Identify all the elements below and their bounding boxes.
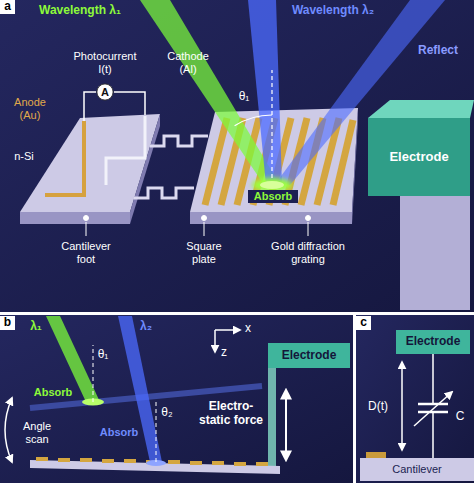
lower-plate (80, 458, 92, 462)
electrode-block (400, 196, 470, 310)
gap-arrow (401, 362, 403, 450)
panel-ground (0, 0, 474, 312)
node-text: Electrode (406, 335, 461, 348)
leader-line (308, 222, 309, 236)
angle-mark (235, 115, 272, 126)
leader-line (204, 222, 205, 236)
node-text: A (101, 86, 109, 98)
light-beam (118, 316, 162, 462)
cantilever-chip (134, 188, 194, 198)
electrode-block (368, 100, 474, 118)
absorb-label: Absorb (248, 190, 298, 203)
cantilever-chip (20, 108, 358, 224)
angle-mark (93, 345, 156, 462)
angle-mark (93, 345, 94, 402)
part-label: Square plate (178, 240, 230, 265)
capacitance-label: C (453, 410, 467, 424)
angle-label: θ₂ (159, 406, 175, 420)
light-beam (248, 0, 282, 185)
electrode-box: Electrode (368, 118, 470, 196)
axis-label: x (243, 322, 253, 336)
axis-arrow (215, 330, 240, 352)
ammeter-wire (84, 92, 96, 121)
cantilever-chip (45, 121, 84, 195)
panel-ground (0, 315, 353, 483)
leader-line (84, 216, 311, 237)
panel-letter: a (0, 0, 15, 14)
leader-line (84, 216, 89, 221)
wire-connector (432, 354, 434, 458)
panel-ground (356, 315, 474, 483)
ammeter-symbol: A (96, 83, 114, 101)
electrode-block (368, 100, 474, 310)
cantilever-chip (106, 116, 145, 185)
motion-label: Angle scan (12, 420, 62, 445)
cantilever-bar: Cantilever (360, 458, 474, 481)
beam-label: λ₁ (28, 320, 44, 334)
gold-grating (333, 120, 353, 205)
ammeter-wire (84, 92, 145, 121)
lower-plate (168, 460, 180, 464)
angle-label: θ₁ (96, 348, 110, 362)
leader-line (86, 222, 87, 236)
panel-letter: c (356, 316, 371, 330)
cantilever-chip (20, 212, 130, 224)
circle-outline (97, 84, 113, 100)
angle-scan-arrow (5, 398, 12, 462)
angle-mark (235, 70, 272, 178)
angle-mark (156, 402, 157, 462)
gap-arrow (401, 362, 403, 450)
lower-plate (190, 461, 202, 465)
part-label: Gold diffraction grating (262, 240, 354, 265)
contact-label: Cathode (Al) (160, 50, 216, 75)
absorb-label: Absorb (30, 386, 76, 399)
electrode-box: Electrode (396, 330, 470, 354)
panel-letter: b (0, 316, 15, 330)
beam-label: Wavelength λ₁ (30, 4, 130, 18)
beam-label: Wavelength λ₂ (283, 4, 383, 18)
leader-line (202, 216, 207, 221)
light-beam (260, 181, 284, 189)
lower-plate (30, 460, 280, 474)
electrode-box: Electrode (268, 343, 350, 368)
lower-plate (36, 457, 48, 461)
electrode-side (268, 368, 276, 472)
part-label: Cantilever foot (55, 240, 117, 265)
cantilever-chip (190, 212, 352, 224)
absorb-label: Absorb (96, 426, 142, 439)
gap-label: D(t) (360, 400, 396, 414)
lower-plate (234, 462, 246, 466)
angle-mark (271, 70, 272, 178)
lower-plate (256, 462, 268, 466)
axis-arrow (214, 330, 216, 352)
force-arrow (285, 390, 287, 460)
force-label: Electro-static force (196, 400, 266, 428)
signal-label: Photocurrent I(t) (69, 50, 141, 75)
node-text: Electrode (389, 150, 448, 164)
electrode-side (268, 368, 276, 472)
material-label: n-Si (4, 150, 44, 163)
angle-label: θ₁ (236, 90, 252, 104)
lower-plate (102, 459, 114, 463)
node-text: Cantilever (392, 463, 442, 475)
ammeter-wire (114, 92, 145, 115)
lower-plate (212, 461, 224, 465)
beam-label: Reflect (410, 44, 466, 58)
node-text: Electrode (282, 349, 337, 362)
leader-line (306, 216, 311, 221)
cantilever-chip (150, 136, 208, 146)
axis-arrow (215, 329, 240, 331)
contact-label: Anode (Au) (4, 96, 56, 121)
lower-plate (58, 458, 70, 462)
axis-label: z (219, 346, 229, 360)
angle-scan-arrow (5, 398, 12, 462)
beam-label: λ₂ (138, 320, 154, 334)
lower-plate (124, 459, 136, 463)
force-arrow (285, 390, 287, 460)
